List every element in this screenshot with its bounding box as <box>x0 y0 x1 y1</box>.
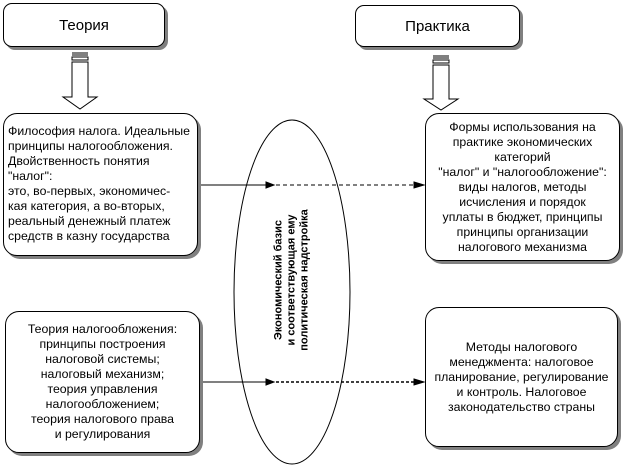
text-line: реальный денежный платеж <box>8 214 171 228</box>
methods-text: Методы налогового менеджмента: налоговое… <box>434 340 608 415</box>
forms-box: Формы использования на практике экономич… <box>425 113 620 261</box>
text-line: виды налогов, методы <box>458 179 587 194</box>
text-line: Формы использования на <box>449 119 596 134</box>
arrow-bottom <box>200 378 426 386</box>
text-line: Философия налога. Идеальные <box>8 124 190 138</box>
text-line: налоговый механизм; <box>40 367 165 381</box>
philosophy-text: Философия налога. Идеальные принципы нал… <box>8 124 193 244</box>
down-arrow-theory <box>61 52 99 110</box>
practice-label: Практика <box>405 17 470 35</box>
philosophy-box: Философия налога. Идеальные принципы нал… <box>3 113 198 256</box>
text-line: принципы построения <box>39 337 166 351</box>
basis-ellipse <box>233 119 351 465</box>
text-line: налогового механизма <box>457 239 587 254</box>
text-line: налоговой системы; <box>45 352 160 366</box>
ellipse-label: Экономический базис и соответствующая ем… <box>273 209 312 351</box>
text-line: налогообложением; <box>45 397 160 411</box>
arrow-top <box>198 181 426 189</box>
text-line: и соответствующая ему <box>285 214 298 346</box>
forms-text: Формы использования на практике экономич… <box>438 120 607 255</box>
text-line: законодательство страны <box>448 399 595 414</box>
text-line: это, во-первых, экономичес- <box>8 184 171 198</box>
text-line: кая категория, а во-вторых, <box>8 199 165 213</box>
text-line: Методы налогового <box>465 339 578 354</box>
text-line: теория управления <box>47 382 158 396</box>
theory-header: Теория <box>3 3 165 47</box>
text-line: уплаты в бюджет, принципы <box>442 209 603 224</box>
text-line: категорий <box>494 149 551 164</box>
practice-header: Практика <box>355 5 520 47</box>
text-line: Теория налогообложения: <box>27 322 178 336</box>
text-line: средств в казну государства <box>8 229 170 243</box>
text-line: и контроль. Налоговое <box>456 384 587 399</box>
taxation-theory-text: Теория налогообложения: принципы построе… <box>28 322 177 442</box>
text-line: принципы налогообложения. <box>8 139 173 153</box>
text-line: исчисления и порядок <box>459 194 586 209</box>
theory-label: Теория <box>59 16 109 34</box>
text-line: политическая надстройка <box>298 209 311 351</box>
text-line: менеджмента: налоговое <box>449 354 594 369</box>
text-line: Двойственность понятия "налог": <box>8 154 150 183</box>
down-arrow-practice <box>422 55 460 111</box>
text-line: теория налогового права <box>30 412 175 426</box>
text-line: и регулирования <box>54 427 151 441</box>
text-line: Экономический базис <box>272 220 285 340</box>
taxation-theory-box: Теория налогообложения: принципы построе… <box>5 311 200 453</box>
text-line: принципы организации <box>456 224 589 239</box>
text-line: планирование, регулирование <box>434 369 609 384</box>
methods-box: Методы налогового менеджмента: налоговое… <box>425 307 618 447</box>
text-line: "налог" и "налогообложение": <box>438 164 607 179</box>
text-line: практике экономических <box>452 134 593 149</box>
